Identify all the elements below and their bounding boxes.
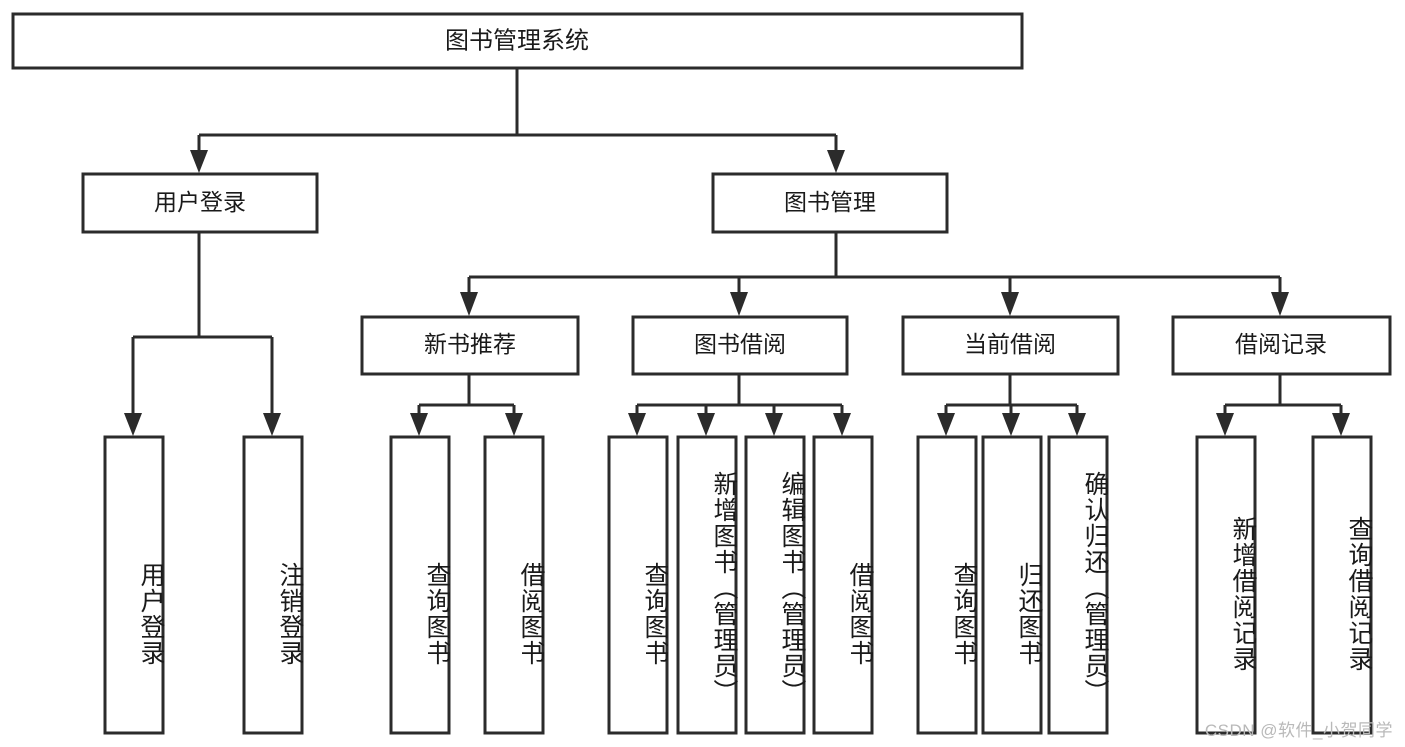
arrow-head-leaf-bb-1	[628, 413, 646, 436]
leaf-box-br-add-record[interactable]	[1195, 435, 1257, 735]
leaf-box-nb-borrow-book[interactable]	[483, 435, 545, 735]
arrow-head-leaf-nb-2	[505, 413, 523, 436]
node-borrow-record[interactable]: 借阅记录	[1171, 315, 1392, 376]
leaf-box-bb-edit-book[interactable]	[744, 435, 806, 735]
node-borrow-record-box[interactable]	[1171, 315, 1392, 376]
arrow-head-currentborrow	[1001, 292, 1019, 316]
node-book-management[interactable]: 图书管理	[711, 172, 949, 234]
node-layer: 图书管理系统 用户登录 图书管理 新书推荐 图书借阅 当前	[11, 12, 1392, 735]
node-user-login[interactable]: 用户登录	[81, 172, 319, 234]
leaf-box-bb-borrow-book[interactable]	[812, 435, 874, 735]
node-new-book-recommend-label: 新书推荐	[424, 331, 516, 357]
arrow-head-leaf-bb-3	[765, 413, 783, 436]
node-root-box[interactable]	[11, 12, 1024, 70]
arrow-head-leaf-bb-2	[697, 413, 715, 436]
leaf-box-cb-query-book[interactable]	[916, 435, 978, 735]
leaf-box-br-query-record[interactable]	[1311, 435, 1373, 735]
leaf-box-cb-return-book[interactable]	[981, 435, 1043, 735]
arrow-head-leaf-bb-4	[833, 413, 851, 436]
arrow-head-bookborrow	[730, 292, 748, 316]
node-book-borrow[interactable]: 图书借阅	[631, 315, 849, 376]
node-new-book-recommend[interactable]: 新书推荐	[360, 315, 580, 376]
arrow-head-leaf-br-1	[1216, 413, 1234, 436]
node-root[interactable]: 图书管理系统	[11, 12, 1024, 70]
arrow-head-leaf-cb-3	[1068, 413, 1086, 436]
leaf-box-logout[interactable]	[242, 435, 304, 735]
arrow-head-leaf-br-2	[1332, 413, 1350, 436]
arrow-head-leaf-cb-1	[937, 413, 955, 436]
arrow-head-bookmgmt	[827, 150, 845, 173]
node-user-login-label: 用户登录	[154, 189, 246, 215]
node-root-label: 图书管理系统	[445, 27, 589, 54]
leaf-box-nb-query-book[interactable]	[389, 435, 451, 735]
watermark-text: CSDN @软件_小贺同学	[1204, 721, 1393, 740]
node-borrow-record-label: 借阅记录	[1235, 331, 1327, 357]
arrow-head-leaf-logout	[263, 413, 281, 436]
arrow-head-newbook	[460, 292, 478, 316]
node-new-book-recommend-box[interactable]	[360, 315, 580, 376]
leaf-box-user-login[interactable]	[103, 435, 165, 735]
node-book-borrow-box[interactable]	[631, 315, 849, 376]
node-user-login-box[interactable]	[81, 172, 319, 234]
node-current-borrow-label: 当前借阅	[964, 331, 1056, 357]
leaf-box-bb-add-book[interactable]	[676, 435, 738, 735]
arrow-head-leaf-nb-1	[410, 413, 428, 436]
arrow-head-borrowrecord	[1271, 292, 1289, 316]
arrow-head-userlogin	[190, 150, 208, 173]
node-book-borrow-label: 图书借阅	[694, 331, 786, 357]
node-book-management-box[interactable]	[711, 172, 949, 234]
arrow-head-leaf-user-login	[124, 413, 142, 436]
arrow-head-leaf-cb-2	[1002, 413, 1020, 436]
node-book-management-label: 图书管理	[784, 189, 876, 215]
connector-layer	[124, 68, 1350, 436]
node-current-borrow[interactable]: 当前借阅	[901, 315, 1120, 376]
leaf-box-cb-confirm-return[interactable]	[1047, 435, 1109, 735]
leaf-box-bb-query-book[interactable]	[607, 435, 669, 735]
node-current-borrow-box[interactable]	[901, 315, 1120, 376]
